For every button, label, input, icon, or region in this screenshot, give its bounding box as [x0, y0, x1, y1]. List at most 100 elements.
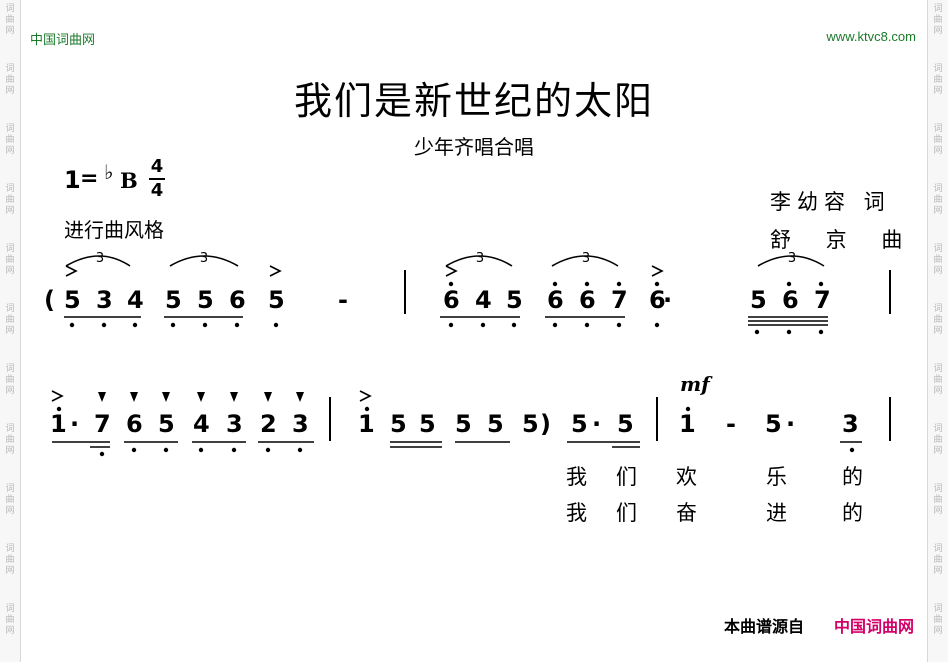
note-digit: ) — [540, 410, 551, 438]
watermark-text: 词 曲 网 — [5, 484, 15, 516]
watermark-text: 词 曲 网 — [5, 124, 15, 156]
lyric-char: 我 — [566, 465, 587, 489]
note-digit: 7 — [611, 286, 628, 314]
note-digit: 1 — [50, 410, 67, 438]
triplet-number: 3 — [476, 251, 484, 266]
note-digit: 2 — [260, 410, 277, 438]
note-digit: 7 — [814, 286, 831, 314]
note-digit: 5 — [522, 410, 539, 438]
lyric-char: 们 — [616, 465, 637, 489]
triplet-number: 3 — [96, 251, 104, 266]
footer-source-label: 本曲谱源自 — [723, 617, 804, 636]
watermark-text: 词 曲 网 — [5, 184, 15, 216]
note-digit: 6 — [782, 286, 799, 314]
note-digit: 5 — [455, 410, 472, 438]
watermark-text: 词 曲 网 — [5, 64, 15, 96]
note-digit: 5 — [487, 410, 504, 438]
footer-source-site[interactable]: 中国词曲网 — [833, 617, 914, 636]
watermark-text: 词 曲 网 — [5, 424, 15, 456]
watermark-text: 词 曲 网 — [933, 124, 943, 156]
watermark-text: 词 曲 网 — [5, 244, 15, 276]
watermark-text: 词 曲 网 — [5, 544, 15, 576]
note-digit: 5 — [390, 410, 407, 438]
note-digit: · — [70, 410, 80, 438]
song-title: 我们是新世纪的太阳 — [293, 79, 654, 123]
note-digit: 6 — [649, 286, 666, 314]
note-digit: 6 — [126, 410, 143, 438]
note-digit: 6 — [547, 286, 564, 314]
note-digit: 5 — [197, 286, 214, 314]
note-digit: 5 — [158, 410, 175, 438]
note-digit: 5 — [268, 286, 285, 314]
tempo-style: 进行曲风格 — [64, 218, 164, 242]
watermark-text: 词 曲 网 — [933, 64, 943, 96]
left-watermark-strip: 词 曲 网词 曲 网词 曲 网词 曲 网词 曲 网词 曲 网词 曲 网词 曲 网… — [0, 0, 21, 662]
note-digit: 4 — [193, 410, 210, 438]
triplet-number: 3 — [200, 251, 208, 266]
key-number: 1 — [64, 166, 81, 194]
watermark-text: 词 曲 网 — [5, 364, 15, 396]
lyric-char: 乐 — [766, 465, 787, 489]
watermark-text: 词 曲 网 — [933, 184, 943, 216]
key-signature: 1 = ♭ B 4 4 — [64, 156, 184, 206]
note-digit: 3 — [842, 410, 859, 438]
watermark-text: 词 曲 网 — [5, 304, 15, 336]
time-signature-top: 4 — [149, 156, 165, 180]
lyric-char: 欢 — [676, 465, 697, 489]
note-digit: 6 — [579, 286, 596, 314]
note-digit: · — [786, 410, 796, 438]
watermark-text: 词 曲 网 — [933, 4, 943, 36]
triplet-number: 3 — [582, 251, 590, 266]
flat-sign: ♭ — [104, 160, 114, 184]
watermark-text: 词 曲 网 — [933, 544, 943, 576]
note-digit: - — [726, 410, 736, 438]
note-digit: 3 — [96, 286, 113, 314]
lyric-char: 们 — [616, 501, 637, 525]
note-digit: 5 — [617, 410, 634, 438]
composer-credit: 舒 京 曲 — [770, 228, 917, 252]
right-watermark-strip: 词 曲 网词 曲 网词 曲 网词 曲 网词 曲 网词 曲 网词 曲 网词 曲 网… — [927, 0, 948, 662]
time-signature-bottom: 4 — [150, 180, 164, 201]
note-digit: 5 — [419, 410, 436, 438]
watermark-text: 词 曲 网 — [933, 424, 943, 456]
note-digit: · — [663, 286, 673, 314]
lyric-char: 我 — [566, 501, 587, 525]
note-digit: 5 — [765, 410, 782, 438]
lyric-char: 奋 — [676, 501, 697, 525]
note-digit: 5 — [571, 410, 588, 438]
watermark-text: 词 曲 网 — [5, 604, 15, 636]
dynamic-marking: mf — [680, 372, 710, 396]
note-digit: 5 — [506, 286, 523, 314]
note-digit: 4 — [127, 286, 144, 314]
note-digit: - — [338, 286, 348, 314]
note-digit: · — [592, 410, 602, 438]
note-digit: 6 — [229, 286, 246, 314]
note-digit: 4 — [475, 286, 492, 314]
note-digit: 1 — [358, 410, 375, 438]
watermark-text: 词 曲 网 — [933, 604, 943, 636]
watermark-text: 词 曲 网 — [933, 364, 943, 396]
key-equals: = — [80, 166, 99, 191]
watermark-text: 词 曲 网 — [5, 4, 15, 36]
lyricist-credit: 李幼容 词 — [770, 190, 891, 214]
time-signature: 4 4 — [149, 156, 165, 202]
note-digit: 7 — [94, 410, 111, 438]
lyric-char: 进 — [766, 501, 787, 525]
note-digit: 5 — [750, 286, 767, 314]
note-digit: 1 — [679, 410, 696, 438]
note-digit: 5 — [165, 286, 182, 314]
site-url-right[interactable]: www.ktvc8.com — [826, 29, 916, 44]
key-letter: B — [120, 168, 138, 193]
note-digit: 5 — [64, 286, 81, 314]
open-parenthesis: ( — [44, 286, 55, 314]
triplet-number: 3 — [788, 251, 796, 266]
lyric-char: 的 — [842, 501, 863, 525]
note-digit: 6 — [443, 286, 460, 314]
watermark-text: 词 曲 网 — [933, 304, 943, 336]
note-digit: 3 — [226, 410, 243, 438]
site-name-left[interactable]: 中国词曲网 — [30, 33, 96, 48]
watermark-text: 词 曲 网 — [933, 244, 943, 276]
lyric-char: 的 — [842, 465, 863, 489]
note-digit: 3 — [292, 410, 309, 438]
